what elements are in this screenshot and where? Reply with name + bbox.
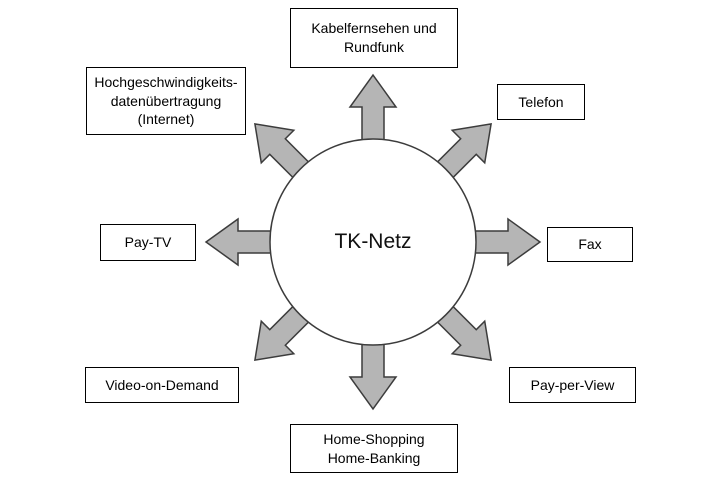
- arrow-south-icon: [349, 334, 397, 410]
- node-video-on-demand: Video-on-Demand: [85, 367, 239, 403]
- arrow-west-icon: [205, 218, 281, 266]
- node-kabelfernsehen: Kabelfernsehen und Rundfunk: [290, 8, 458, 68]
- node-home-shopping-banking: Home-Shopping Home-Banking: [290, 424, 458, 473]
- node-pay-per-view: Pay-per-View: [509, 367, 636, 403]
- node-pay-tv: Pay-TV: [100, 224, 196, 261]
- hub-circle: [269, 138, 477, 346]
- node-internet: Hochgeschwindigkeits- datenübertragung (…: [86, 67, 246, 135]
- node-fax: Fax: [547, 227, 633, 262]
- arrow-north-icon: [349, 74, 397, 150]
- hub-label: TK-Netz: [334, 230, 412, 253]
- node-telefon: Telefon: [497, 84, 585, 120]
- arrow-east-icon: [465, 218, 541, 266]
